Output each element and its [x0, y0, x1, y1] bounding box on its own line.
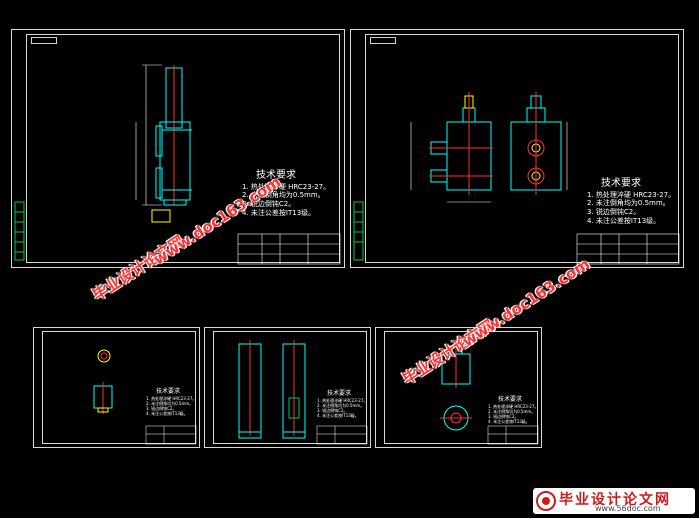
sheet-graphics	[14, 64, 341, 265]
sheet-graphics	[93, 349, 197, 445]
requirements-title: 技术要求	[156, 388, 181, 395]
requirement-line: 3. 锐边倒钝C2。	[146, 405, 177, 411]
sheet-graphics	[440, 342, 539, 445]
requirement-line: 4. 未注公差按IT13级。	[488, 418, 530, 424]
title-block	[576, 233, 680, 265]
requirement-line: 3. 锐边倒钝C2。	[587, 208, 641, 216]
drawing-sheet-top-right: 技术要求 1. 热处理淬硬 HRC23-27。 2. 未注倒角均为0.5mm。 …	[350, 29, 684, 268]
technical-requirements: 技术要求 1. 热处理淬硬 HRC23-27。 2. 未注倒角均为0.5mm。 …	[242, 170, 330, 218]
requirements-title: 技术要求	[327, 390, 352, 397]
requirement-line: 2. 未注倒角均为0.5mm。	[317, 402, 365, 408]
inner-frame	[26, 34, 340, 263]
site-logo: 毕业设计论文网 www.56doc.com	[533, 488, 695, 514]
requirement-line: 2. 未注倒角均为0.5mm。	[146, 400, 194, 406]
requirement-line: 1. 热处理淬硬 HRC23-27。	[488, 403, 539, 409]
requirements-title: 技术要求	[256, 170, 296, 181]
requirement-line: 4. 未注公差按IT13级。	[587, 216, 661, 225]
requirement-line: 2. 未注倒角均为0.5mm。	[488, 408, 536, 414]
inner-frame	[42, 331, 196, 444]
drawing-sheet-bottom-1: 技术要求 1. 热处理淬硬 HRC23-27。 2. 未注倒角均为0.5mm。 …	[33, 327, 200, 448]
sheet-graphics	[238, 340, 368, 445]
requirement-line: 4. 未注公差按IT13级。	[242, 208, 316, 217]
technical-requirements: 技术要求 1. 热处理淬硬 HRC23-27。 2. 未注倒角均为0.5mm。 …	[146, 388, 196, 416]
block-side-view	[510, 92, 562, 195]
cylinder-assembly	[151, 65, 192, 223]
requirement-line: 2. 未注倒角均为0.5mm。	[587, 199, 670, 208]
requirement-line: 2. 未注倒角均为0.5mm。	[242, 191, 325, 200]
inner-frame	[384, 331, 538, 444]
requirements-title: 技术要求	[601, 178, 641, 189]
drawing-sheet-top-left: 技术要求 1. 热处理淬硬 HRC23-27。 2. 未注倒角均为0.5mm。 …	[11, 29, 345, 268]
inner-frame	[213, 331, 367, 444]
technical-requirements: 技术要求 1. 热处理淬硬 HRC23-27。 2. 未注倒角均为0.5mm。 …	[587, 178, 675, 226]
requirement-line: 1. 热处理淬硬 HRC23-27。	[146, 395, 197, 401]
drawing-sheet-bottom-3: 技术要求 1. 热处理淬硬 HRC23-27。 2. 未注倒角均为0.5mm。 …	[375, 327, 542, 448]
requirements-title: 技术要求	[498, 396, 523, 403]
sheet-graphics	[353, 92, 680, 265]
logo-text: 毕业设计论文网	[559, 492, 671, 508]
block-front-view	[429, 92, 493, 195]
logo-url: www.56doc.com	[595, 504, 661, 513]
requirement-line: 4. 未注公差按IT13级。	[146, 410, 188, 416]
requirement-line: 3. 锐边倒钝C2。	[242, 200, 296, 208]
sheet-tag	[370, 37, 396, 44]
requirement-line: 1. 热处理淬硬 HRC23-27。	[317, 397, 368, 403]
requirement-line: 1. 热处理淬硬 HRC23-27。	[242, 182, 331, 191]
technical-requirements: 技术要求 1. 热处理淬硬 HRC23-27。 2. 未注倒角均为0.5mm。 …	[317, 390, 367, 418]
requirement-line: 3. 锐边倒钝C2。	[488, 413, 519, 419]
drawing-sheet-bottom-2: 技术要求 1. 热处理淬硬 HRC23-27。 2. 未注倒角均为0.5mm。 …	[204, 327, 371, 448]
title-block	[237, 233, 341, 265]
inner-frame	[365, 34, 679, 263]
logo-emblem-icon	[536, 491, 556, 511]
technical-requirements: 技术要求 1. 热处理淬硬 HRC23-27。 2. 未注倒角均为0.5mm。 …	[488, 396, 538, 424]
sheet-tag	[31, 37, 57, 44]
requirement-line: 3. 锐边倒钝C2。	[317, 407, 348, 413]
requirement-line: 4. 未注公差按IT13级。	[317, 412, 359, 418]
requirement-line: 1. 热处理淬硬 HRC23-27。	[587, 190, 676, 199]
